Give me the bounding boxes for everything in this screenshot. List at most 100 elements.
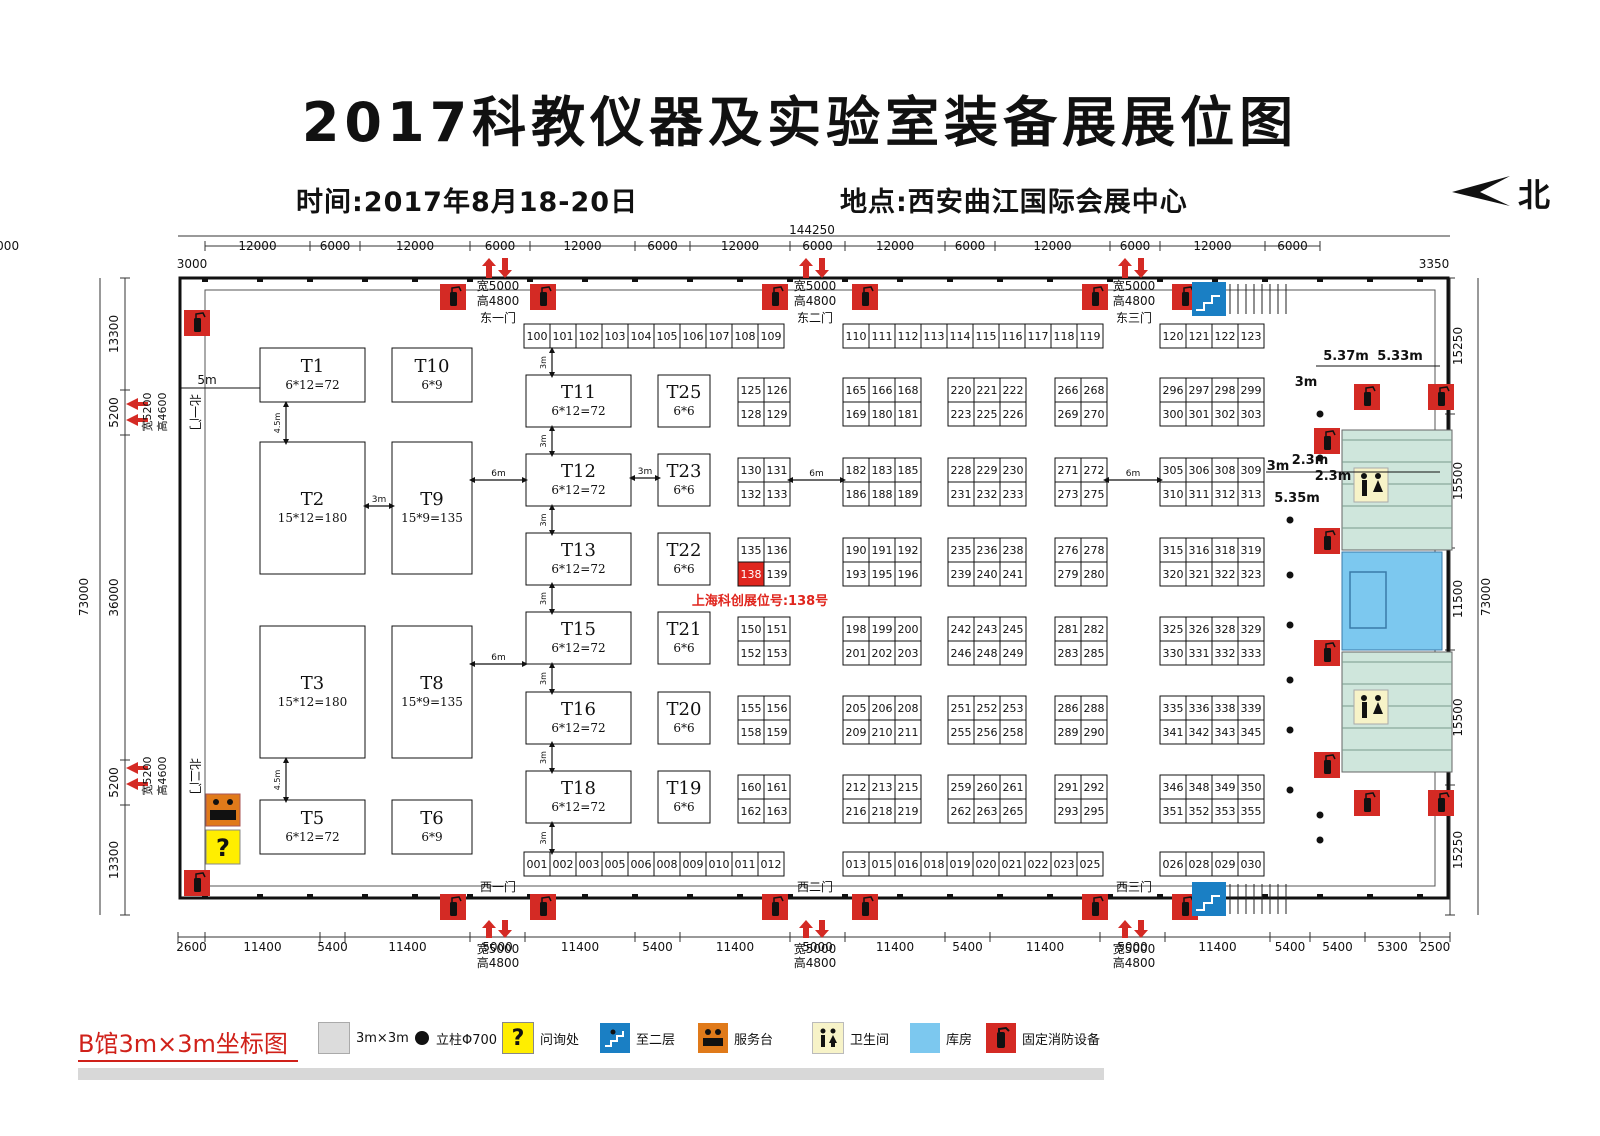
wall-pillar — [1107, 277, 1113, 282]
booth-195 — [868, 561, 896, 587]
door-label-east: 东二门 — [797, 310, 833, 325]
booth-number: 016 — [898, 858, 919, 871]
booth-206 — [868, 695, 896, 721]
booth-number: 240 — [977, 568, 998, 581]
dim-label: 6000 — [485, 239, 516, 253]
booth-239 — [947, 561, 975, 587]
wall-pillar — [257, 277, 263, 282]
booth-202 — [868, 640, 896, 666]
fire-extinguisher-hose — [863, 286, 874, 292]
booth-333 — [1237, 640, 1265, 666]
booth-number: 165 — [846, 384, 867, 397]
fire-extinguisher-icon — [762, 284, 788, 310]
exit-arrow-icon — [1134, 258, 1148, 278]
booth-number: 113 — [924, 330, 945, 343]
booth-number: 335 — [1163, 702, 1184, 715]
wall-pillar — [997, 894, 1003, 899]
booth-number: 275 — [1084, 488, 1105, 501]
booth-number: 139 — [767, 568, 788, 581]
stairs-icon — [1192, 282, 1287, 316]
distance-label: 3m — [539, 356, 548, 369]
booth-number: 023 — [1054, 858, 1075, 871]
dim-label: 6000 — [1120, 239, 1151, 253]
booth-number: 345 — [1241, 726, 1262, 739]
booth-number: 105 — [657, 330, 678, 343]
booth-249 — [999, 640, 1027, 666]
door-height: 高4800 — [477, 955, 520, 970]
booth-295 — [1080, 798, 1108, 824]
wall-pillar — [527, 894, 533, 899]
wall-pillar — [412, 894, 418, 899]
booth-136 — [763, 537, 791, 563]
booth-number: 292 — [1084, 781, 1105, 794]
distance-label: 3m — [1267, 459, 1290, 474]
booth-number: 285 — [1084, 647, 1105, 660]
dim-label: 6000 — [647, 239, 678, 253]
dim-total-right: 73000 — [1479, 578, 1493, 616]
door-height: 高4800 — [794, 293, 837, 308]
booth-number: 160 — [741, 781, 762, 794]
booth-number: 286 — [1058, 702, 1079, 715]
booth-number: 296 — [1163, 384, 1184, 397]
booth-number: 029 — [1215, 858, 1236, 871]
booth-006 — [627, 851, 655, 877]
fire-extinguisher-icon — [530, 284, 556, 310]
booth-number: 132 — [741, 488, 762, 501]
booth-t22 — [657, 532, 711, 586]
booth-size: 15*9=135 — [401, 511, 463, 525]
booth-number: 213 — [872, 781, 893, 794]
dim-label: 5400 — [952, 940, 983, 954]
dim-label: 5400 — [1322, 940, 1353, 954]
booth-number: 262 — [951, 805, 972, 818]
booth-225 — [973, 401, 1001, 427]
distance-label: 3m — [539, 751, 548, 764]
booth-180 — [868, 401, 896, 427]
dim-label: 12000 — [0, 239, 19, 253]
hall-walls — [178, 276, 1450, 900]
booth-155 — [737, 695, 765, 721]
booth-283 — [1054, 640, 1082, 666]
booth-232 — [973, 481, 1001, 507]
entry-arrow-icon — [482, 258, 496, 278]
booth-number: 202 — [872, 647, 893, 660]
booth-number: 103 — [605, 330, 626, 343]
dim-label: 12000 — [876, 239, 914, 253]
booth-number: 117 — [1028, 330, 1049, 343]
booth-133 — [763, 481, 791, 507]
booth-118 — [1050, 323, 1078, 349]
booth-number: 266 — [1058, 384, 1079, 397]
entry-arrow-icon — [126, 762, 148, 774]
booth-number: 319 — [1241, 544, 1262, 557]
booth-235 — [947, 537, 975, 563]
booth-114 — [946, 323, 974, 349]
booth-number: 290 — [1084, 726, 1105, 739]
booth-number: 223 — [951, 408, 972, 421]
booth-size: 15*9=135 — [401, 695, 463, 709]
north-door-2: 北二门 — [188, 758, 203, 794]
booth-id: T16 — [561, 699, 596, 720]
booth-number: 130 — [741, 464, 762, 477]
wall-pillar — [687, 277, 693, 282]
fire-extinguisher-icon — [1172, 894, 1198, 920]
booth-319 — [1237, 537, 1265, 563]
booth-278 — [1080, 537, 1108, 563]
exit-arrow-icon — [498, 920, 512, 938]
dim-label: 11400 — [876, 940, 914, 954]
booth-number: 003 — [579, 858, 600, 871]
booth-256 — [973, 719, 1001, 745]
outer-wall — [178, 276, 1450, 900]
booth-296 — [1159, 377, 1187, 403]
booth-285 — [1080, 640, 1108, 666]
booth-number: 235 — [951, 544, 972, 557]
booth-191 — [868, 537, 896, 563]
booth-015 — [868, 851, 896, 877]
booth-t9 — [391, 441, 473, 575]
wall-pillar — [737, 894, 743, 899]
fire-extinguisher-hose — [1325, 530, 1336, 536]
booth-number: 153 — [767, 647, 788, 660]
booth-346 — [1159, 774, 1187, 800]
booth-number: 122 — [1215, 330, 1236, 343]
pillar-icon — [1286, 676, 1294, 684]
booth-012 — [757, 851, 785, 877]
booth-number: 102 — [579, 330, 600, 343]
